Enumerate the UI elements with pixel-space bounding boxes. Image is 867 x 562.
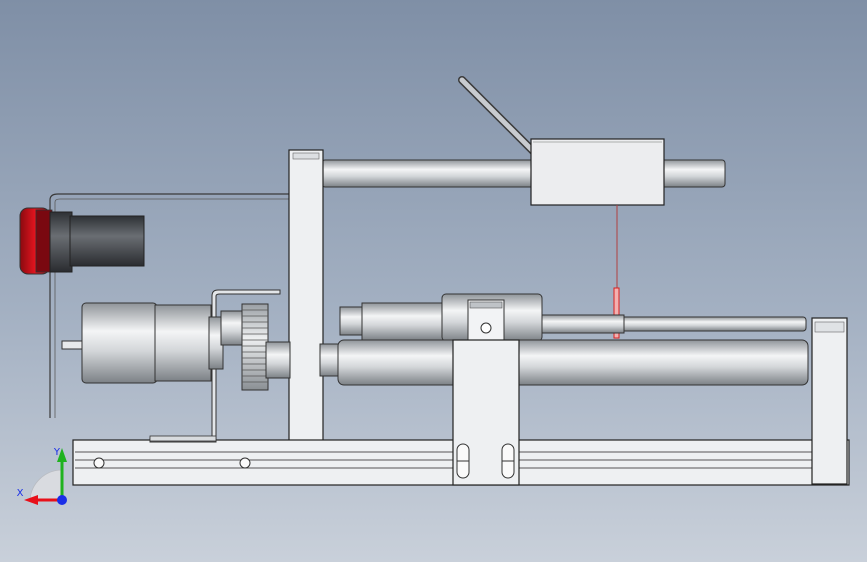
potentiometer-body[interactable] bbox=[49, 211, 145, 273]
upper-shaft[interactable] bbox=[539, 314, 807, 334]
carriage-bracket[interactable] bbox=[452, 339, 520, 486]
right-end-block[interactable] bbox=[811, 317, 848, 485]
z-axis-dot bbox=[57, 495, 67, 505]
slider-block[interactable] bbox=[530, 138, 665, 206]
y-axis-label: Y bbox=[53, 447, 61, 458]
x-axis-label: X bbox=[17, 488, 24, 499]
lower-roller[interactable] bbox=[319, 339, 809, 386]
red-knob[interactable] bbox=[19, 207, 53, 275]
axis-triad: Y X bbox=[17, 447, 67, 505]
carriage[interactable] bbox=[339, 293, 543, 342]
dc-motor[interactable] bbox=[61, 302, 244, 384]
handle-lever[interactable] bbox=[458, 76, 538, 156]
indicator-line bbox=[613, 205, 620, 339]
gear[interactable] bbox=[241, 303, 291, 391]
left-upright-plate[interactable] bbox=[288, 149, 324, 481]
transparent-cover[interactable] bbox=[49, 193, 290, 418]
